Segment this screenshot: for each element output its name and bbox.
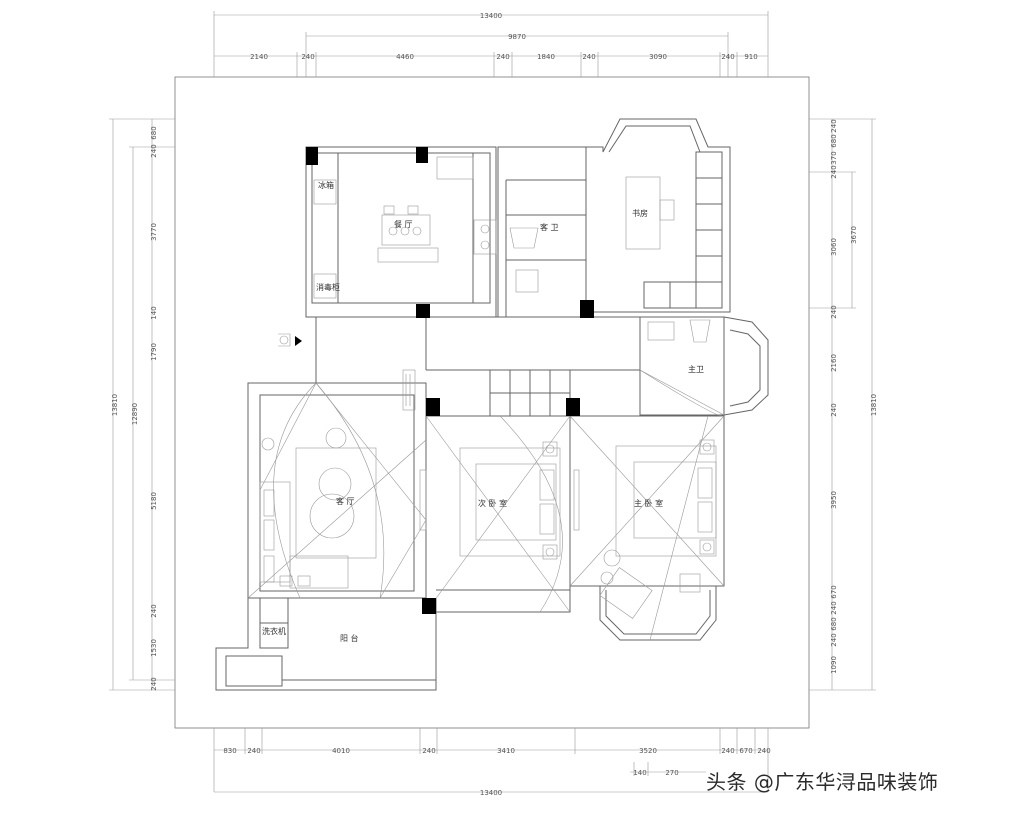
dim-top-2: 240 — [301, 53, 314, 61]
walls — [215, 118, 769, 691]
dim-left-5: 1790 — [150, 343, 158, 361]
label-study: 书房 — [632, 208, 648, 218]
dim-right-outer: 13810 — [870, 394, 878, 416]
dim-top-9: 910 — [744, 53, 757, 61]
dim-right-10: 670 — [830, 585, 838, 598]
label-master-bedroom: 主 卧 室 — [634, 498, 663, 508]
plan-frame — [174, 76, 810, 729]
dim-bottom-9: 240 — [757, 747, 770, 755]
dim-top-6: 240 — [582, 53, 595, 61]
dim-right-6: 240 — [830, 305, 838, 318]
left-dimensions: 13810 12890 680 240 3770 140 1790 5180 2… — [109, 118, 175, 691]
dim-left-8: 1530 — [150, 639, 158, 657]
dim-right-11: 240 — [830, 601, 838, 614]
dim-bottom-2: 240 — [247, 747, 260, 755]
dim-right-3: 370 — [830, 151, 838, 164]
dim-top-mid: 9870 — [508, 33, 526, 41]
label-guest-bath: 客 卫 — [540, 222, 559, 232]
dim-bottom-3: 4010 — [332, 747, 350, 755]
dim-left-7: 240 — [150, 604, 158, 617]
entry-door-icon — [278, 333, 302, 347]
dim-right-1: 240 — [830, 119, 838, 132]
dim-right-2: 680 — [830, 134, 838, 147]
dim-left-1: 680 — [150, 126, 158, 139]
dim-bottom-6: 3520 — [639, 747, 657, 755]
dim-right-12: 680 — [830, 617, 838, 630]
dim-bottom-7: 240 — [721, 747, 734, 755]
label-living: 客 厅 — [336, 496, 355, 506]
dim-top-4: 240 — [496, 53, 509, 61]
top-dimensions: 13400 9870 2140 240 4460 240 1840 240 30… — [213, 11, 769, 77]
dim-bottom-outer: 13400 — [480, 789, 502, 797]
dim-left-9: 240 — [150, 677, 158, 690]
dim-left-6: 5180 — [150, 492, 158, 510]
dim-top-7: 3090 — [649, 53, 667, 61]
label-master-bath: 主卫 — [688, 364, 704, 374]
dim-right-7: 2160 — [830, 354, 838, 372]
dim-bottom-sub-2: 270 — [665, 769, 678, 777]
dim-top-3: 4460 — [396, 53, 414, 61]
label-fridge: 冰箱 — [318, 180, 334, 190]
watermark: 头条 @广东华浔品味装饰 — [706, 770, 939, 794]
dim-right-5: 3060 — [830, 238, 838, 256]
bottom-dimensions: 830 240 4010 240 3410 3520 240 670 240 1… — [213, 728, 771, 797]
dim-bottom-8: 670 — [739, 747, 752, 755]
dim-bottom-5: 3410 — [497, 747, 515, 755]
dim-left-outer: 13810 — [111, 394, 119, 416]
dim-top-8: 240 — [721, 53, 734, 61]
dim-bottom-1: 830 — [223, 747, 236, 755]
label-washer: 洗衣机 — [262, 626, 286, 636]
right-dimensions: 13810 3670 240 680 370 240 3060 240 2160… — [809, 118, 878, 691]
dim-top-5: 1840 — [537, 53, 555, 61]
dim-left-2: 240 — [150, 144, 158, 157]
label-second-bedroom: 次 卧 室 — [478, 498, 507, 508]
structural-columns — [306, 147, 594, 614]
dim-bottom-4: 240 — [422, 747, 435, 755]
dim-right-14: 1090 — [830, 656, 838, 674]
dim-left-mid: 12890 — [131, 403, 139, 425]
label-dining: 餐 厅 — [394, 220, 413, 229]
label-balcony: 阳 台 — [340, 633, 359, 643]
dim-right-9: 3950 — [830, 491, 838, 509]
door-swings — [247, 369, 725, 641]
dim-left-4: 140 — [150, 306, 158, 319]
dim-right-13: 240 — [830, 633, 838, 646]
dim-right-4: 240 — [830, 165, 838, 178]
dim-top-outer: 13400 — [480, 12, 502, 20]
dim-bottom-sub-1: 140 — [633, 769, 646, 777]
dim-left-3: 3770 — [150, 223, 158, 241]
label-disinfection: 消毒柜 — [316, 282, 340, 292]
dim-top-1: 2140 — [250, 53, 268, 61]
furniture — [259, 156, 717, 619]
dim-right-8: 240 — [830, 403, 838, 416]
dim-right-mid: 3670 — [850, 226, 858, 244]
